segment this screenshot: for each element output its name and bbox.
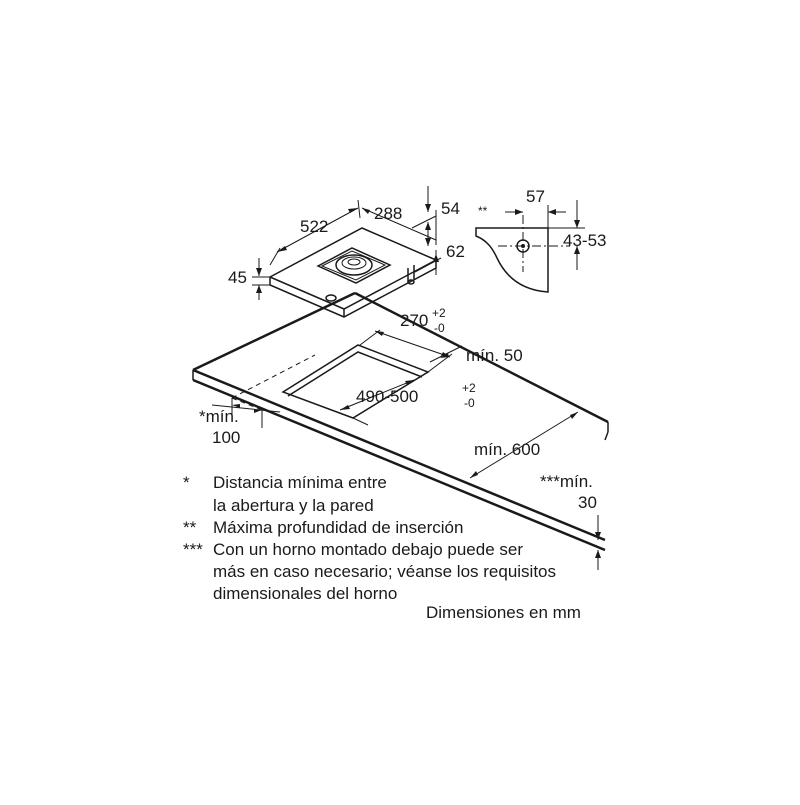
profile-shape xyxy=(475,227,549,293)
worktop-right-edge xyxy=(354,291,609,424)
note-3-line-2: más en caso necesario; véanse los requis… xyxy=(213,562,556,581)
label-62: 62 xyxy=(446,242,465,261)
control-knob xyxy=(325,294,337,302)
units-caption: Dimensiones en mm xyxy=(426,603,581,622)
burner xyxy=(335,254,373,276)
label-min-30-line1: ***mín. xyxy=(540,472,593,491)
label-45: 45 xyxy=(228,268,247,287)
profile-hole xyxy=(516,239,530,253)
dim-min-600: mín. 600 xyxy=(469,411,579,479)
label-490-sub: -0 xyxy=(464,396,475,410)
label-min-100-line1: *mín. xyxy=(199,407,239,426)
dim-270: 270 +2 -0 xyxy=(359,306,453,373)
worktop-front-edge xyxy=(192,368,606,542)
worktop xyxy=(192,291,609,552)
label-288: 288 xyxy=(374,204,402,223)
worktop-back-edge xyxy=(192,291,356,372)
label-min-600: mín. 600 xyxy=(474,440,540,459)
note-2-marker: ** xyxy=(183,518,197,537)
label-270: 270 xyxy=(400,311,428,330)
note-1-marker: * xyxy=(183,473,190,492)
dim-288: 288 xyxy=(361,204,437,241)
label-double-asterisk: ** xyxy=(478,204,488,218)
label-490-sup: +2 xyxy=(462,381,476,395)
dim-490-500: 490-500 +2 -0 xyxy=(339,379,476,426)
label-54: 54 xyxy=(441,199,460,218)
label-min-50: mín. 50 xyxy=(466,346,523,365)
dim-min-50: mín. 50 xyxy=(429,345,523,365)
note-2-line-1: Máxima profundidad de inserción xyxy=(213,518,463,537)
label-min-30-line2: 30 xyxy=(578,493,597,512)
note-1-line-1: Distancia mínima entre xyxy=(213,473,387,492)
note-1-line-2: la abertura y la pared xyxy=(213,496,374,515)
note-3-line-3: dimensionales del horno xyxy=(213,584,397,603)
dim-min-100: *mín. 100 xyxy=(199,398,281,447)
label-270-sub: -0 xyxy=(434,321,445,335)
notes-block: * Distancia mínima entre la abertura y l… xyxy=(183,473,581,622)
pan-support xyxy=(316,247,392,284)
hob-appliance xyxy=(268,227,438,318)
dim-54: 54 xyxy=(411,186,460,245)
note-3-marker: *** xyxy=(183,540,203,559)
label-min-100-line2: 100 xyxy=(212,428,240,447)
label-270-sup: +2 xyxy=(432,306,446,320)
profile-detail: ** 57 43-53 xyxy=(475,187,606,293)
dim-62: 62 xyxy=(414,222,465,275)
label-490-500: 490-500 xyxy=(356,387,418,406)
label-43-53: 43-53 xyxy=(563,231,606,250)
note-3-line-1: Con un horno montado debajo puede ser xyxy=(213,540,523,559)
label-522: 522 xyxy=(300,217,328,236)
dim-min-30: ***mín. 30 xyxy=(540,472,601,570)
dim-45: 45 xyxy=(228,258,270,300)
label-57: 57 xyxy=(526,187,545,206)
dim-522: 522 xyxy=(269,199,361,266)
